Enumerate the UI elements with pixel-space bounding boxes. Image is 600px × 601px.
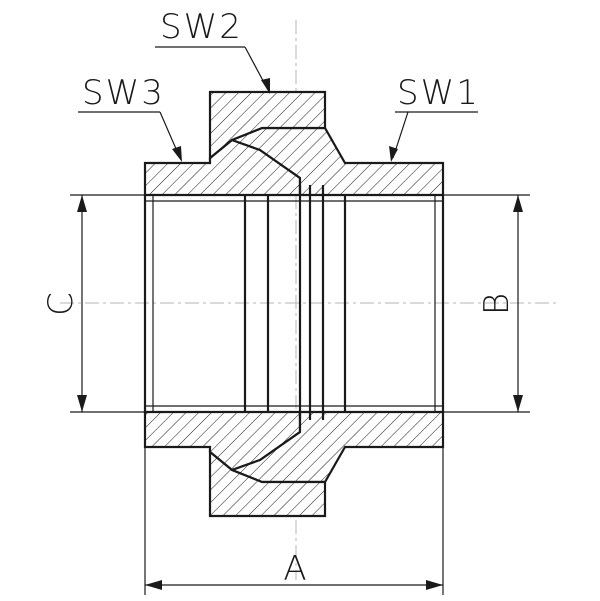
dim-b-arrow-bottom bbox=[513, 395, 523, 412]
dim-c-arrow-top bbox=[77, 195, 87, 212]
dim-c-arrow-bottom bbox=[77, 395, 87, 412]
sw3-leader-arrow bbox=[172, 146, 182, 162]
sw1-label: SW1 bbox=[397, 73, 480, 113]
dim-a-arrow-right bbox=[426, 580, 443, 590]
sw2-nut-bottom-section bbox=[208, 449, 327, 518]
dim-b-arrow-top bbox=[513, 195, 523, 212]
sw1-leader-arrow bbox=[389, 146, 398, 162]
sw2-leader-arrow bbox=[261, 78, 270, 94]
dim-b-label: B bbox=[477, 291, 517, 315]
sw3-label: SW3 bbox=[82, 73, 165, 113]
dim-c-label: C bbox=[41, 290, 81, 316]
dim-a-label: A bbox=[283, 549, 308, 589]
sw2-nut-top-section bbox=[208, 90, 327, 161]
dim-a-arrow-left bbox=[145, 580, 162, 590]
sw2-label: SW2 bbox=[160, 7, 243, 47]
